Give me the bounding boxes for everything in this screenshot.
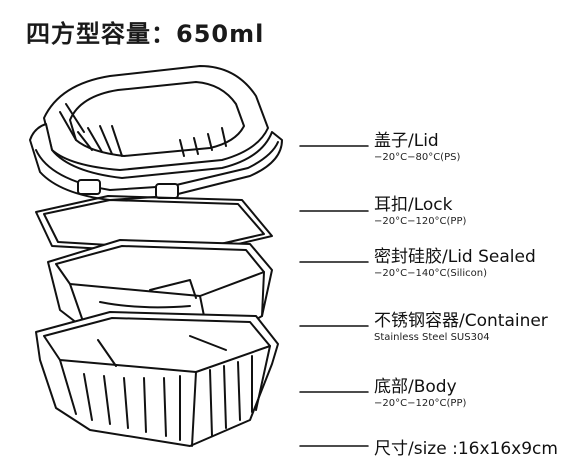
part-container: 不锈钢容器/Container Stainless Steel SUS304	[374, 306, 548, 343]
part-lid: 盖子/Lid −20°C−80°C(PS)	[374, 126, 460, 163]
part-name: 不锈钢容器/Container	[374, 311, 548, 331]
part-spec: −20°C−80°C(PS)	[374, 152, 461, 163]
part-name: 耳扣/Lock	[374, 195, 453, 215]
part-name: 盖子/Lid	[374, 131, 439, 151]
part-spec: Stainless Steel SUS304	[374, 332, 490, 343]
leader-lines	[299, 145, 369, 447]
part-lid-sealed: 密封硅胶/Lid Sealed −20°C−140°C(Silicon)	[374, 242, 536, 279]
part-spec: −20°C−140°C(Silicon)	[374, 268, 487, 279]
part-lock: 耳扣/Lock −20°C−120°C(PP)	[374, 190, 466, 227]
size-label: 尺寸/size :16x16x9cm	[374, 439, 558, 459]
page-title: 四方型容量：650ml	[26, 20, 265, 48]
part-spec: −20°C−120°C(PP)	[374, 398, 467, 409]
part-name: 密封硅胶/Lid Sealed	[374, 247, 536, 267]
part-name: 底部/Body	[374, 377, 457, 397]
part-spec: −20°C−120°C(PP)	[374, 216, 467, 227]
lid-drawing	[29, 65, 283, 201]
part-body: 底部/Body −20°C−120°C(PP)	[374, 372, 466, 409]
body-drawing	[35, 311, 279, 447]
seal-ring-drawing	[35, 195, 273, 255]
